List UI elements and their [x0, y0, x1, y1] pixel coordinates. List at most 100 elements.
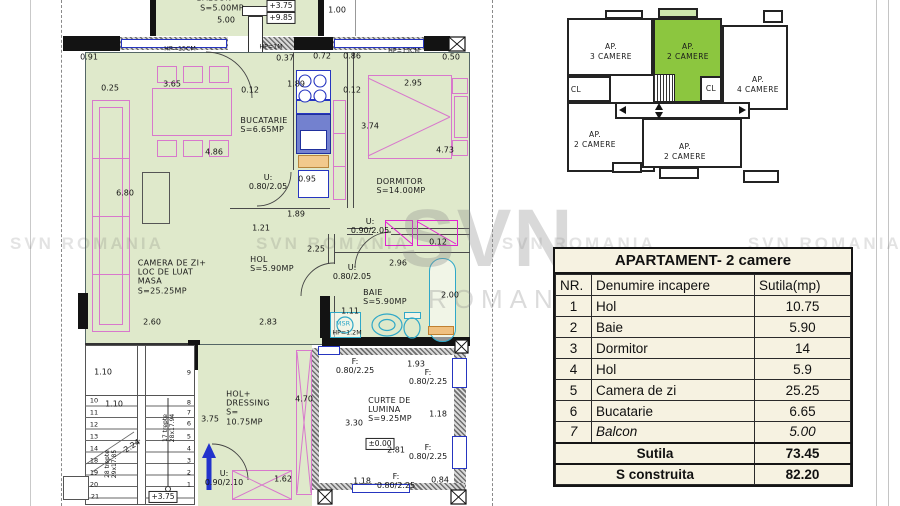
dim-label: F: 0.80/2.25	[408, 367, 448, 386]
wall	[353, 52, 354, 208]
wall	[85, 343, 198, 345]
dresser	[454, 96, 468, 138]
kitchen-sink	[300, 130, 327, 150]
room-label: BALCON	[196, 0, 231, 3]
room-label: HOL S=5.90MP	[250, 254, 294, 273]
sheet-edge-line	[876, 0, 877, 506]
dining-table	[152, 88, 232, 136]
wall	[347, 52, 348, 208]
watermark-logo: SVN	[400, 193, 575, 284]
stair-number: 5	[186, 432, 192, 441]
dressing-closet	[232, 470, 292, 500]
wall	[347, 234, 373, 235]
wall	[424, 36, 450, 51]
dim-label: 0.86	[343, 51, 361, 61]
window	[452, 436, 467, 469]
keyplan-unit-label: AP. 4 CAMERE	[737, 74, 779, 94]
dim-label: 1.89	[287, 79, 305, 89]
kitchen-counter	[296, 100, 331, 114]
kitchen-tall-cabinet	[333, 100, 346, 200]
keyplan-unit-label: AP. 2 CAMERE	[667, 41, 709, 61]
dim-label: 4.70	[295, 394, 313, 404]
dim-label: +3.75	[266, 0, 296, 13]
dim-label: U: 0.80/2.05	[248, 172, 288, 191]
dim-label: 2.83	[259, 317, 277, 327]
hallway-area	[198, 345, 312, 506]
dim-label: 0.12	[241, 85, 259, 95]
stair-number: 12	[89, 420, 99, 429]
dim-label: 28 trepte 29x17.85	[104, 449, 118, 479]
room-area: 5.9	[754, 358, 851, 380]
total-row-construita: S construita 82.20	[555, 462, 851, 485]
dim-label: 0.91	[80, 52, 98, 62]
dim-label: 0.12	[343, 85, 361, 95]
wall	[230, 208, 330, 209]
dim-label: 2.81	[387, 445, 405, 455]
dim-label: 3.30	[345, 418, 363, 428]
chair	[209, 140, 229, 157]
stair-number: 4	[186, 444, 192, 453]
row-number: 1	[555, 295, 592, 317]
dim-label: 17 trepte 28x17.94	[162, 413, 176, 443]
wall	[347, 228, 373, 229]
window	[121, 39, 227, 48]
dim-label: 1.62	[274, 474, 292, 484]
dim-label: 5.00	[217, 15, 235, 25]
sheet-edge-line	[888, 0, 889, 506]
stair-number: 3	[186, 456, 192, 465]
arrow-down-icon	[655, 112, 663, 119]
keyplan-unit	[567, 76, 611, 102]
row-number: 3	[555, 337, 592, 359]
plan-linework	[85, 36, 469, 505]
chair	[209, 66, 229, 83]
dim-label: +9.85	[266, 11, 296, 25]
keyplan-unit-label: CL	[705, 83, 717, 93]
wall	[312, 348, 319, 490]
stair-number: 18	[89, 456, 99, 465]
room-name: Dormitor	[591, 337, 755, 359]
dim-label: 0.37	[276, 53, 294, 63]
dim-label: U: 0.90/2.10	[204, 468, 244, 487]
dim-label: 1.10	[105, 399, 123, 409]
dim-label: 1.11	[341, 306, 359, 316]
stair-landing-line	[85, 395, 195, 396]
room-name: Hol	[591, 295, 755, 317]
dim-label: 0.12	[429, 237, 447, 247]
wall	[391, 234, 470, 235]
dim-label: U: 0.90/2.05	[350, 216, 390, 235]
dim-label: F: 0.80/2.25	[335, 356, 375, 375]
keyplan-balcony	[743, 170, 779, 183]
wall	[293, 52, 294, 170]
dim-label: 4.73	[436, 145, 454, 155]
room-label: CURTE DE LUMINA S=9.25MP	[368, 396, 412, 424]
dim-label: 3.74	[361, 121, 379, 131]
arrow-right-icon	[739, 106, 746, 114]
stair-number: 19	[89, 468, 99, 477]
wall	[150, 0, 156, 36]
kitchen-tall-cabinet	[333, 133, 346, 134]
dim-label: 6.80	[116, 188, 134, 198]
kitchen-cabinet	[298, 170, 329, 198]
dim-label: 0.95	[298, 174, 316, 184]
total-label: Sutila	[555, 441, 755, 464]
dim-label: 0.84	[431, 475, 449, 485]
chair	[157, 66, 177, 83]
dim-label: 1.93	[407, 359, 425, 369]
room-label: HOL+ DRESSING S= 10.75MP	[226, 389, 270, 427]
room-area: 5.90	[754, 316, 851, 338]
radiator	[428, 326, 454, 335]
wall	[294, 37, 333, 50]
apartment-area	[85, 52, 470, 345]
dim-label: 1.21	[252, 223, 270, 233]
dim-label: 2.00	[441, 290, 459, 300]
wall	[312, 348, 465, 355]
keyplan-balcony	[763, 10, 783, 23]
utility-box	[63, 476, 89, 500]
row-number: 5	[555, 379, 592, 401]
room-label: DORMITOR S=14.00MP	[376, 176, 426, 195]
stair-number: 9	[186, 368, 192, 377]
total-value: 73.45	[754, 441, 851, 464]
